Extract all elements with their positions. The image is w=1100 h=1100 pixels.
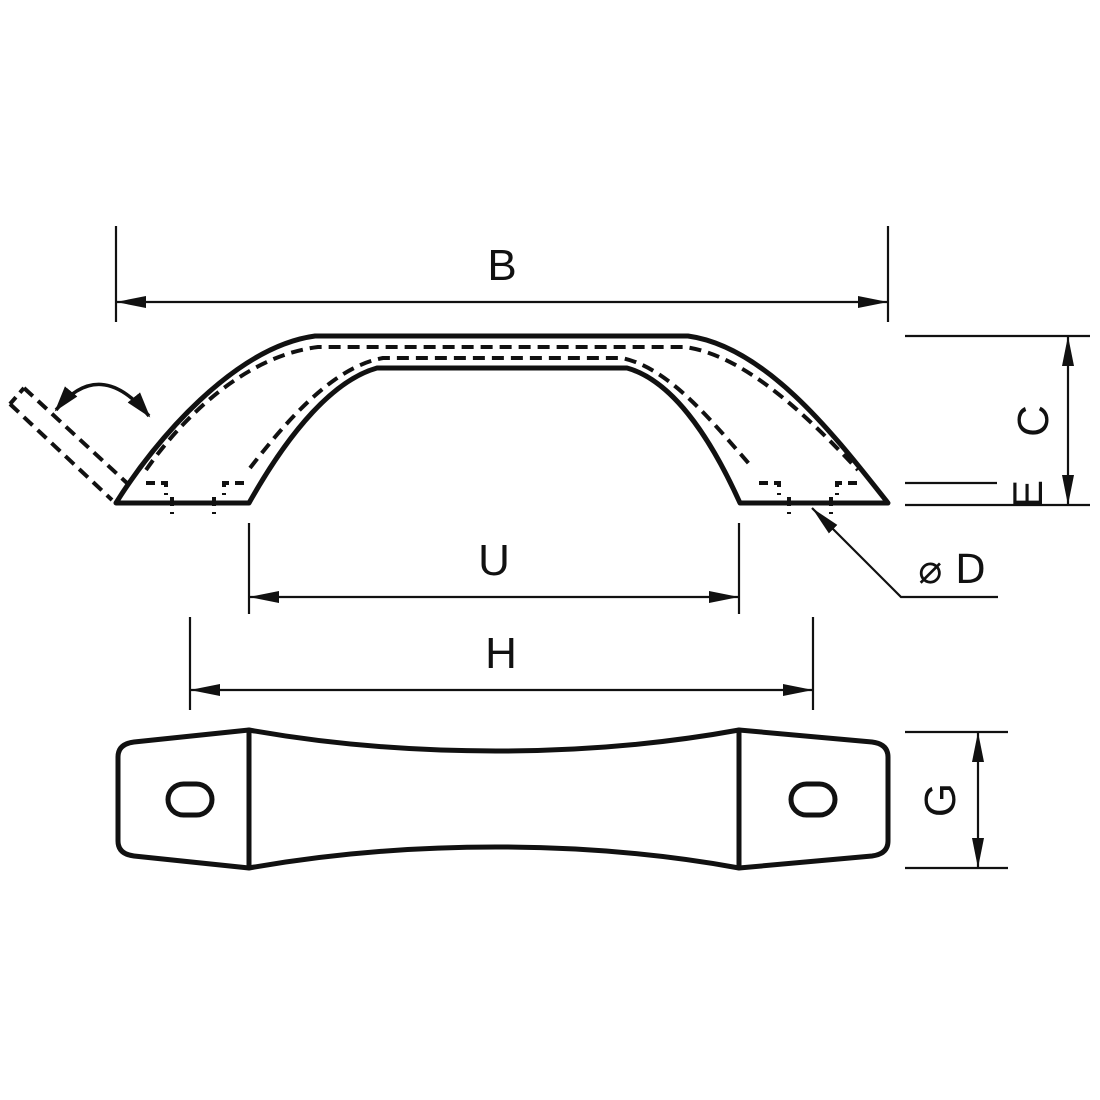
dim-label-E: E — [1004, 480, 1051, 508]
handle-plan-outline — [115, 727, 891, 871]
flap-inner-dashed-line — [22, 386, 130, 486]
boss-step-dashed — [146, 481, 168, 495]
dim-D: ⌀ D — [811, 507, 998, 599]
leader-line — [811, 507, 998, 599]
dim-label-G: G — [916, 783, 965, 817]
dim-C-E: C E — [905, 334, 1090, 508]
fold-out-flap — [8, 386, 130, 502]
boss-step-dashed — [759, 481, 781, 495]
boss-step-dashed — [835, 481, 857, 495]
dim-H: H — [188, 617, 815, 710]
dim-label-H: H — [485, 629, 517, 678]
side-elevation-view — [8, 333, 891, 514]
handle-side-profile — [113, 333, 891, 506]
mounting-hole-left — [165, 781, 215, 818]
dim-B: B — [114, 226, 890, 322]
boss-step-dashed — [222, 481, 244, 495]
cavity-outer-dashed-line — [144, 345, 860, 472]
flap-end-cap-dashed — [8, 386, 26, 406]
hidden-hole-edges-right — [759, 481, 857, 514]
dim-G: G — [905, 730, 1008, 870]
dim-label-B: B — [487, 241, 516, 290]
cavity-inner-dashed-line — [248, 356, 753, 470]
dim-label-U: U — [478, 536, 510, 585]
dimensions: B C E ⌀ D U H — [114, 226, 1090, 870]
dim-label-C: C — [1009, 405, 1058, 437]
flap-outer-dashed-line — [8, 402, 114, 502]
plan-view — [115, 727, 891, 871]
rotation-arrow — [54, 382, 151, 418]
hidden-hole-edges-left — [146, 481, 244, 514]
dim-U: U — [247, 523, 741, 614]
mounting-hole-right — [788, 781, 838, 818]
dim-label-D: ⌀ D — [918, 547, 986, 593]
